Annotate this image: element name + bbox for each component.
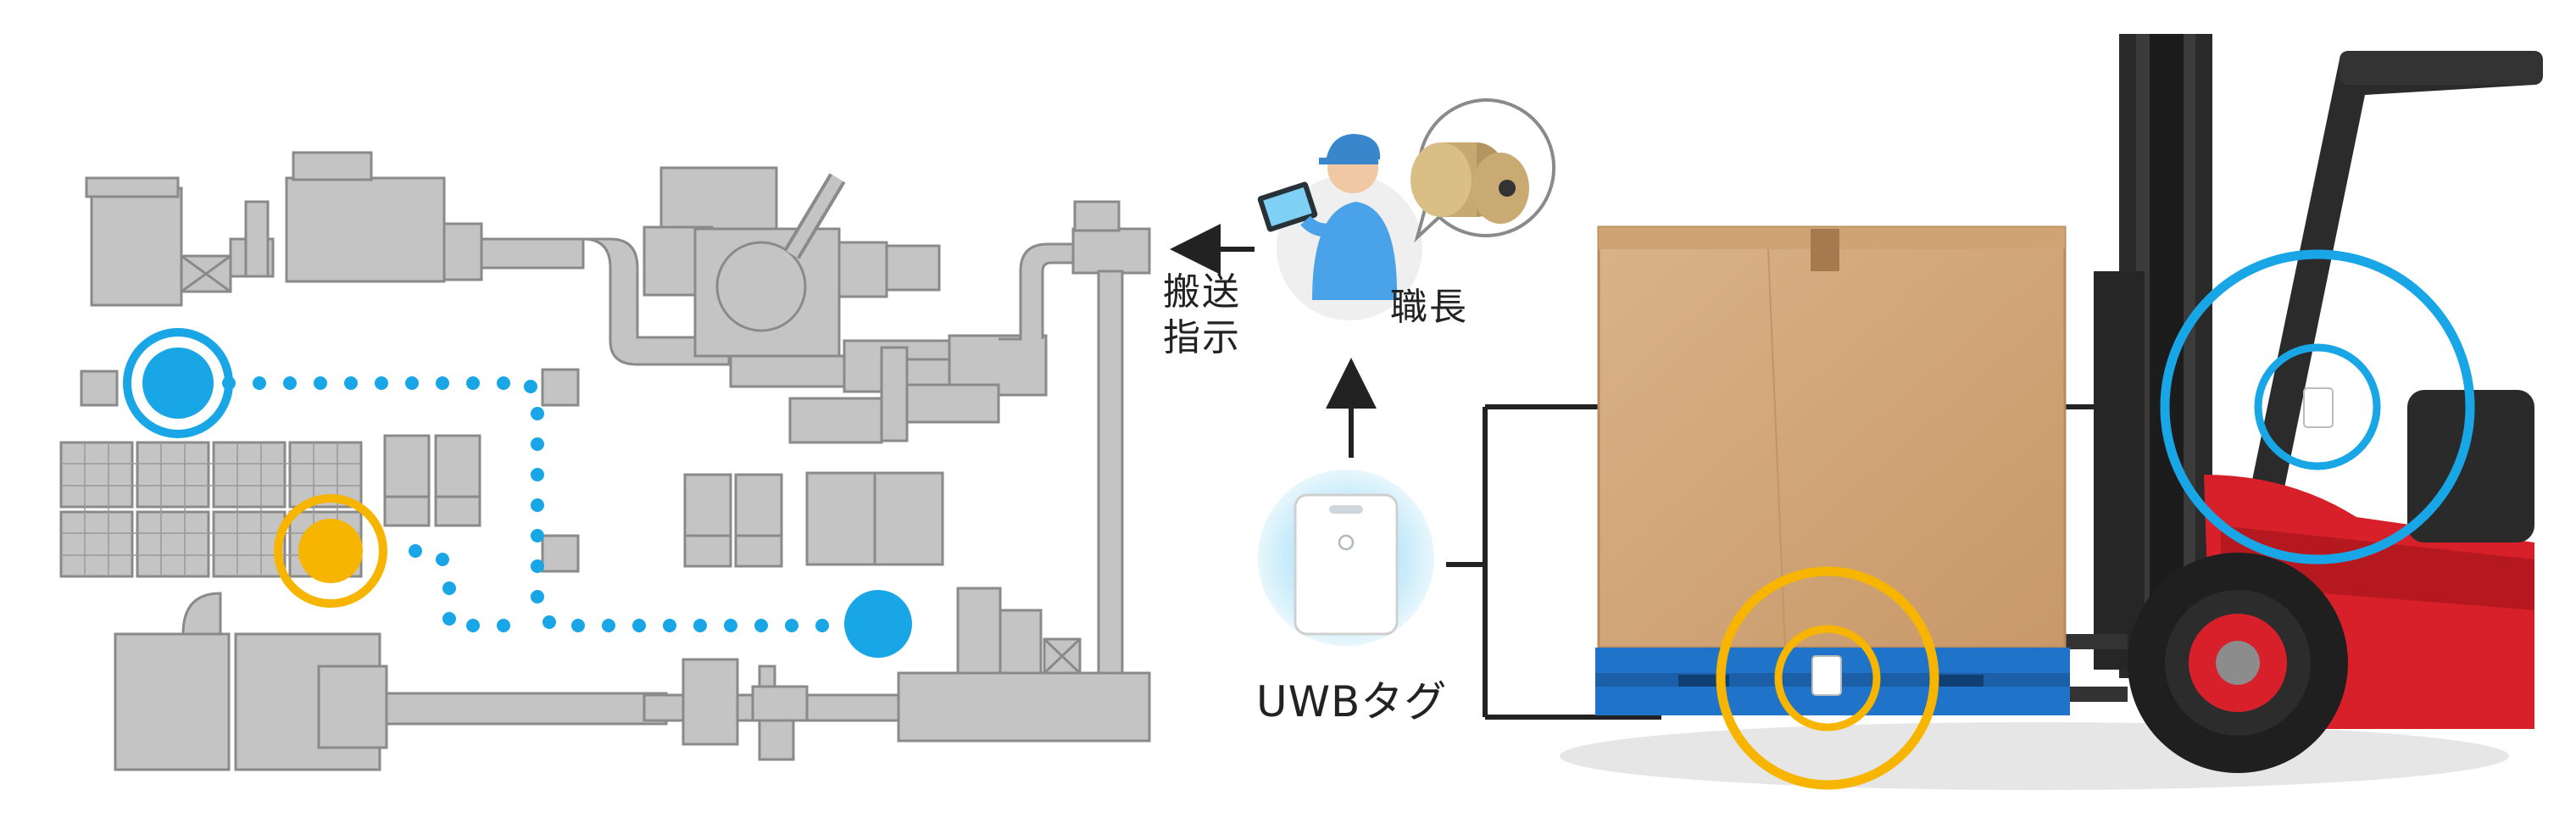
blue-tag-path <box>222 376 829 632</box>
forklift-scene <box>1560 34 2543 790</box>
factory-floor-map <box>59 151 1151 771</box>
yellow-tag-path <box>409 544 510 632</box>
pallet-tag-inner-ring <box>1774 625 1881 732</box>
pallet <box>1595 648 2070 715</box>
transport-instruction-label: 搬送 指示 <box>1163 270 1241 359</box>
forklift-uwb-tag <box>2303 387 2334 428</box>
blue-tag-ring <box>123 328 233 438</box>
uwb-tag-label: UWBタグ <box>1256 677 1448 726</box>
material-roll-icon <box>1410 97 1556 243</box>
pallet-uwb-tag <box>1811 655 1842 696</box>
forklift-tag-inner-ring <box>2254 343 2381 470</box>
yellow-tag-position <box>298 519 363 583</box>
yellow-tag-ring <box>274 494 387 608</box>
cardboard-box <box>1597 225 2067 649</box>
foreman-label: 職長 <box>1390 286 1468 329</box>
forklift-tag-outer-ring <box>2160 249 2475 565</box>
worker-with-tablet-icon <box>1257 134 1398 300</box>
uwb-tag-device-icon <box>1294 493 1399 636</box>
blue-tag-position-start <box>142 348 214 419</box>
blue-tag-position-end <box>844 590 912 658</box>
pallet-tag-outer-ring <box>1716 566 1939 790</box>
